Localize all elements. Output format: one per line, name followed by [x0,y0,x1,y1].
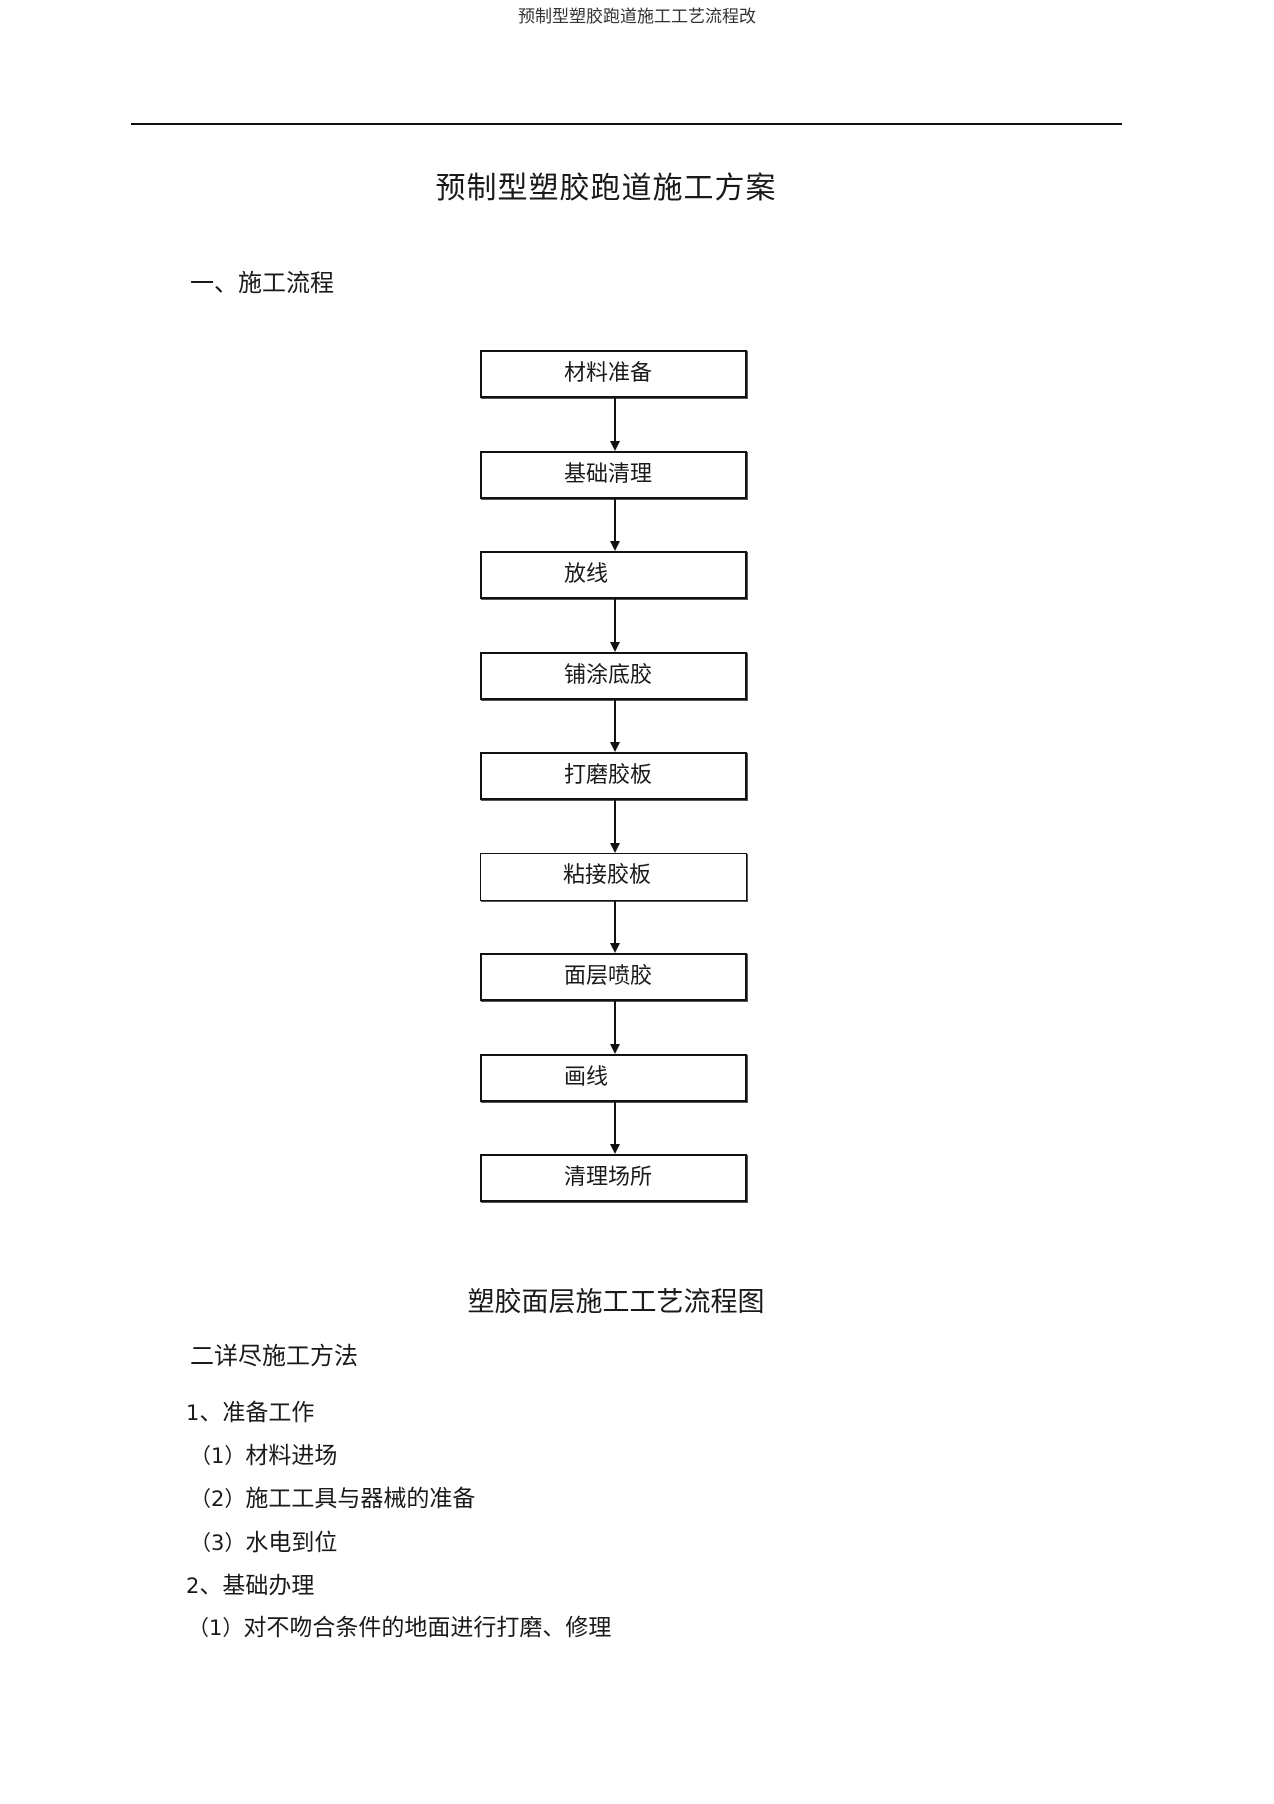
list-item: （1）材料进场 [190,1436,337,1470]
list-item-text: 施工工具与器械的准备 [245,1486,476,1512]
flow-arrow-icon [610,700,620,752]
list-item: 2、基础办理 [186,1566,314,1600]
list-item-number: （3） [190,1531,246,1555]
section-heading-process: 一、施工流程 [190,269,334,297]
flow-step-box: 粘接胶板 [480,853,747,901]
running-header: 预制型塑胶跑道施工工艺流程改 [518,7,756,27]
flowchart-caption: 塑胶面层施工工艺流程图 [467,1287,765,1318]
flow-arrow-icon [610,499,620,551]
flow-step-box: 材料准备 [480,350,747,398]
flow-arrow-icon [610,1102,620,1154]
flow-arrow-icon [610,901,620,953]
list-item: （1）对不吻合条件的地面进行打磨、修理 [188,1608,611,1642]
section-heading-methods: 二详尽施工方法 [190,1342,358,1370]
flow-arrow-icon [610,1001,620,1054]
flow-step-box: 基础清理 [480,451,747,499]
list-item-text: 材料进场 [245,1443,338,1469]
list-item-text: 、基础办理 [199,1573,315,1599]
flow-arrow-icon [610,398,620,451]
flow-step-box: 铺涂底胶 [480,652,747,700]
flow-step-box: 放线 [480,551,747,599]
list-item-number: 1 [186,1401,200,1425]
flow-step-box: 面层喷胶 [480,953,747,1001]
header-rule [131,123,1122,125]
list-item-number: （1） [188,1616,244,1640]
list-item-text: 水电到位 [245,1530,338,1556]
list-item-text: 对不吻合条件的地面进行打磨、修理 [243,1615,612,1641]
document-title: 预制型塑胶跑道施工方案 [435,171,777,206]
list-item: （2）施工工具与器械的准备 [190,1479,475,1513]
list-item: 1、准备工作 [186,1393,314,1427]
list-item-number: （2） [190,1487,246,1511]
flow-step-box: 打磨胶板 [480,752,747,800]
flow-arrow-icon [610,599,620,652]
flow-step-box: 清理场所 [480,1154,747,1202]
flow-step-box: 画线 [480,1054,747,1102]
list-item: （3）水电到位 [190,1523,337,1557]
flow-arrow-icon [610,800,620,853]
list-item-number: 2 [186,1574,200,1598]
list-item-number: （1） [190,1444,246,1468]
list-item-text: 、准备工作 [199,1400,315,1426]
